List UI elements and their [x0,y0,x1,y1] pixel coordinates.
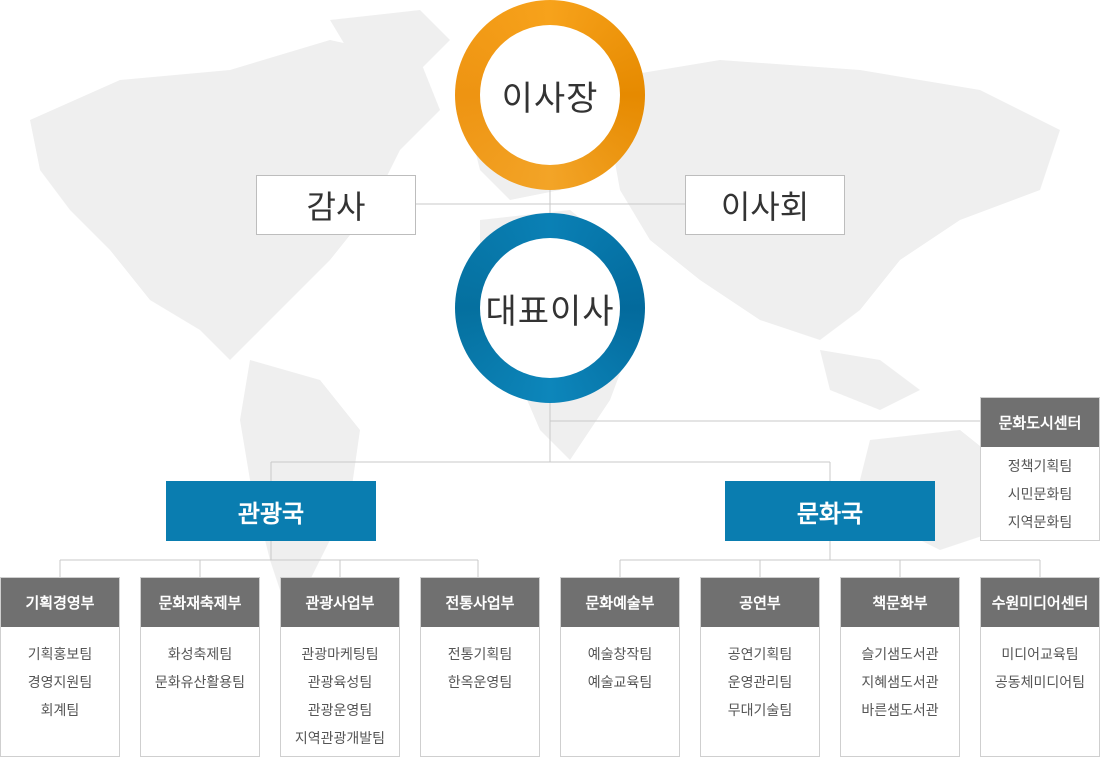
ceo-node: 대표이사 [455,213,645,403]
team-item: 기획홍보팀 [27,647,93,663]
board-node: 이사회 [685,175,845,235]
dept-header: 수원미디어센터 [981,578,1099,627]
team-item: 지역관광개발팀 [294,731,386,747]
audit-node: 감사 [256,175,416,235]
team-item: 운영관리팀 [727,675,793,691]
team-item: 관광운영팀 [307,703,373,719]
bureau-tourism: 관광국 [166,481,376,541]
chairman-node: 이사장 [455,0,645,190]
dept-traditional-business: 전통사업부 전통기획팀 한옥운영팀 [420,577,540,757]
dept-performance: 공연부 공연기획팀 운영관리팀 무대기술팀 [700,577,820,757]
culture-city-center: 문화도시센터 정책기획팀 시민문화팀 지역문화팀 [980,397,1100,541]
team-item: 경영지원팀 [27,675,93,691]
dept-header: 관광사업부 [281,578,399,627]
dept-planning: 기획경영부 기획홍보팀 경영지원팀 회계팀 [0,577,120,757]
team-item: 지역문화팀 [1007,515,1073,531]
team-item: 미디어교육팀 [1001,647,1079,663]
team-item: 정책기획팀 [1007,459,1073,475]
dept-team-list: 공연기획팀 운영관리팀 무대기술팀 [701,627,819,725]
dept-heritage-festival: 문화재축제부 화성축제팀 문화유산활용팀 [140,577,260,757]
bureau-culture: 문화국 [725,481,935,541]
dept-team-list: 미디어교육팀 공동체미디어팀 [981,627,1099,697]
dept-header: 공연부 [701,578,819,627]
map-greenland [330,10,450,70]
map-north-america [30,40,440,360]
team-item: 한옥운영팀 [447,675,513,691]
dept-header: 문화예술부 [561,578,679,627]
team-item: 관광육성팀 [307,675,373,691]
team-item: 관광마케팅팀 [301,647,379,663]
team-item: 시민문화팀 [1007,487,1073,503]
map-se-asia [820,350,920,410]
dept-team-list: 화성축제팀 문화유산활용팀 [141,627,259,697]
team-item: 공동체미디어팀 [994,675,1086,691]
team-item: 문화유산활용팀 [154,675,246,691]
dept-header: 전통사업부 [421,578,539,627]
ceo-label: 대표이사 [480,238,620,378]
dept-team-list: 기획홍보팀 경영지원팀 회계팀 [1,627,119,725]
team-item: 전통기획팀 [447,647,513,663]
dept-header: 문화재축제부 [141,578,259,627]
dept-team-list: 전통기획팀 한옥운영팀 [421,627,539,697]
dept-book-culture: 책문화부 슬기샘도서관 지혜샘도서관 바른샘도서관 [840,577,960,757]
team-item: 화성축제팀 [167,647,233,663]
center-team-list: 정책기획팀 시민문화팀 지역문화팀 [981,447,1099,537]
dept-culture-arts: 문화예술부 예술창작팀 예술교육팀 [560,577,680,757]
dept-team-list: 슬기샘도서관 지혜샘도서관 바른샘도서관 [841,627,959,725]
chairman-label: 이사장 [480,25,620,165]
center-header: 문화도시센터 [981,398,1099,447]
team-item: 예술창작팀 [587,647,653,663]
team-item: 바른샘도서관 [861,703,939,719]
team-item: 공연기획팀 [727,647,793,663]
team-item: 예술교육팀 [587,675,653,691]
team-item: 무대기술팀 [727,703,793,719]
dept-header: 기획경영부 [1,578,119,627]
team-item: 회계팀 [40,703,80,719]
dept-team-list: 관광마케팅팀 관광육성팀 관광운영팀 지역관광개발팀 [281,627,399,753]
dept-team-list: 예술창작팀 예술교육팀 [561,627,679,697]
team-item: 슬기샘도서관 [861,647,939,663]
team-item: 지혜샘도서관 [861,675,939,691]
dept-media-center: 수원미디어센터 미디어교육팀 공동체미디어팀 [980,577,1100,757]
dept-header: 책문화부 [841,578,959,627]
dept-tourism-business: 관광사업부 관광마케팅팀 관광육성팀 관광운영팀 지역관광개발팀 [280,577,400,757]
